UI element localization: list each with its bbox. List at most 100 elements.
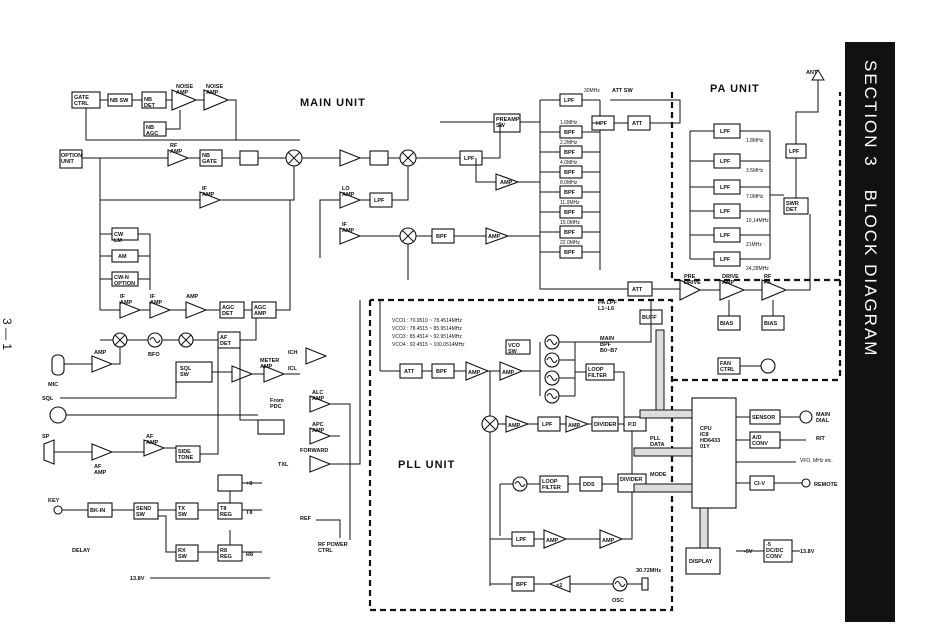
pa-unit-title: PA UNIT — [710, 83, 760, 95]
bpf-4-label: BPF — [564, 190, 576, 196]
filter-range-6: 15.0MHz — [560, 220, 581, 226]
filter-range-1: 1.6MHz — [560, 120, 578, 126]
pll-unit-boundary — [368, 298, 674, 612]
bpf-5-label: BPF — [564, 210, 576, 216]
pa-att-label: ATT — [632, 287, 643, 293]
tx-bpf-label: BPF — [436, 234, 448, 240]
vco-range-3: VCO3 : 85.4514 ~ 92.9514MHz — [392, 334, 462, 340]
alc-amp-2-triangle — [309, 455, 332, 473]
pll-unit-title: PLL UNIT — [398, 459, 455, 471]
bpf-3-label: BPF — [564, 170, 576, 176]
bfo-label: BFO — [148, 352, 160, 358]
pll-lpf-1-label: LPF — [542, 422, 553, 428]
pa-band-3: 7.0MHz — [746, 194, 764, 200]
mic-amp-label: AMP — [94, 350, 107, 356]
rf-amp-triangle — [167, 149, 190, 167]
remote-label: REMOTE — [814, 482, 838, 488]
pll-amp-6-label: AMP — [602, 538, 615, 544]
sensor-label: SENSOR — [752, 415, 775, 421]
nb-sw-label: NB SW — [110, 98, 129, 104]
pa-lpf-6-label: LPF — [720, 257, 731, 263]
osc-label: OSC — [612, 598, 624, 604]
ich-comparator — [305, 347, 328, 365]
agc-if-amp — [185, 301, 208, 319]
s-meter-icon — [49, 406, 67, 424]
vco-range-2: VCO2 : 78.4515 ~ 85.9514MHz — [392, 326, 462, 332]
pll-buff-label: BUFF — [642, 315, 657, 321]
vco-sw-block — [505, 339, 531, 355]
fan-icon — [760, 358, 776, 374]
pll-att-label: ATT — [404, 369, 415, 375]
xtal-filter-fl71 — [369, 150, 389, 166]
alc-amp-triangle — [309, 395, 332, 413]
ref-label: REF — [300, 516, 312, 522]
filter-range-3: 4.0MHz — [560, 160, 578, 166]
if-amp-q15 — [339, 149, 362, 167]
bpf-bank: LPF BPF BPF BPF BPF BPF BPF BPF 1.6MHz 2… — [540, 88, 601, 270]
second-lo-amp — [339, 227, 362, 245]
speaker-icon — [43, 439, 55, 465]
pa-lpf-3-label: LPF — [720, 185, 731, 191]
option-unit-block — [59, 149, 83, 169]
pll-lpf-2-label: LPF — [516, 537, 527, 543]
sql-knob-label: SQL — [42, 396, 54, 402]
pa-band-5: 21MHz — [746, 242, 762, 248]
apc-amp-triangle — [309, 427, 332, 445]
sql-amp-triangle — [231, 365, 254, 383]
xtal-30mhz — [641, 577, 649, 591]
lo-lpf-label: LPF — [374, 198, 385, 204]
pll-divider-2-label: DIVIDER — [620, 477, 642, 483]
vfo-label: VFO, MHz etc. — [800, 458, 833, 464]
bpf-6-label: BPF — [564, 230, 576, 236]
pll-amp-5-label: AMP — [546, 538, 559, 544]
bpf-2-label: BPF — [564, 150, 576, 156]
pll-data-bus — [633, 447, 693, 457]
am-filter-label: AM — [118, 254, 127, 260]
agc-if-amp-label: AMP — [186, 294, 199, 300]
t8-label: T8 — [246, 510, 252, 516]
preamp-amp-label: AMP — [500, 180, 513, 186]
filter-range-4: 8.0MHz — [560, 180, 578, 186]
tx-sw-block — [175, 502, 199, 520]
vco-range-4: VCO4 : 92.4515 ~ 100.0514MHz — [392, 342, 465, 348]
pll-amp-2-label: AMP — [502, 370, 515, 376]
v138-label-main: 13.8V — [130, 576, 145, 582]
meter-block — [257, 419, 285, 435]
pa-band-6: 24,28MHz — [746, 266, 769, 272]
mode-bus — [633, 483, 693, 493]
display-label: DISPLAY — [689, 559, 713, 565]
bpf-1-label: BPF — [564, 130, 576, 136]
bus-vertical — [655, 329, 665, 411]
pa-lpf-1-label: LPF — [720, 129, 731, 135]
rx-sw-block — [175, 544, 199, 562]
af-amp-q35 — [143, 439, 166, 457]
section-sidebar: SECTION 3BLOCK DIAGRAM — [845, 42, 895, 622]
mode-label: MODE — [650, 472, 667, 478]
hpf-label: HPF — [596, 121, 608, 127]
